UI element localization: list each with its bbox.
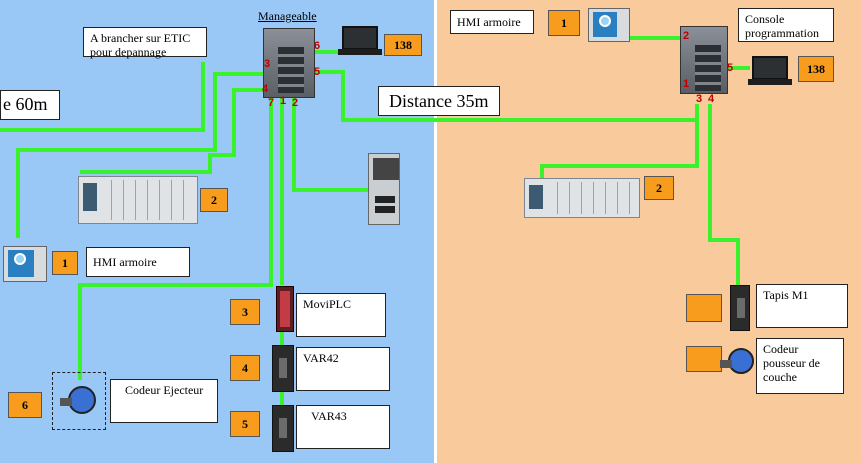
var42-label: VAR42 [303, 351, 339, 365]
var42-label-box: VAR42 [296, 347, 390, 391]
distance-partial-box: e 60m [0, 90, 60, 120]
encoder-dashed-frame [52, 372, 106, 430]
switch-port-6: 6 [314, 40, 321, 52]
codeur-badge [686, 346, 722, 372]
movi-label: MoviPLC [303, 297, 352, 311]
console-label: Console programmation [745, 12, 819, 40]
hmi-panel-icon [3, 246, 47, 282]
encoder-label: Codeur Ejecteur [125, 383, 204, 397]
var43-label-box: VAR43 [296, 405, 390, 449]
right-plc-rack [524, 178, 640, 218]
link-sw-port2 [292, 96, 370, 192]
right-managed-switch [680, 26, 728, 94]
link-right-sw-tapis [708, 104, 740, 285]
switch-port-1: 1 [280, 95, 287, 107]
switch-port-4: 4 [262, 83, 269, 95]
var43-label: VAR43 [311, 409, 347, 423]
right-laptop-icon [748, 56, 792, 86]
switch-port-2: 2 [292, 97, 299, 109]
codeur-icon [720, 348, 754, 374]
encoder-icon [60, 386, 96, 414]
right-laptop-badge: 138 [798, 56, 834, 82]
encoder-badge: 6 [8, 392, 42, 418]
tapis-drive [730, 285, 750, 331]
laptop-icon [338, 26, 382, 56]
right-hmi-label: HMI armoire [457, 15, 521, 29]
link-sw-port3 [16, 72, 263, 238]
hmi-label-box: HMI armoire [86, 247, 190, 277]
movi-plc-device [276, 286, 294, 332]
right-hmi-badge: 1 [548, 10, 580, 36]
var42-drive [272, 345, 294, 392]
tapis-label: Tapis M1 [763, 288, 809, 302]
codeur-label-box: Codeur pousseur de couche [756, 338, 844, 394]
movi-label-box: MoviPLC [296, 293, 386, 337]
console-label-box: Console programmation [738, 8, 834, 42]
link-sw-port7 [78, 96, 273, 380]
laptop-badge: 138 [384, 34, 422, 56]
link-etic-note [0, 62, 205, 132]
tapis-badge [686, 294, 722, 322]
hmi-badge: 1 [52, 251, 78, 275]
right-hmi-label-box: HMI armoire [450, 10, 534, 34]
right-hmi-panel-icon [588, 8, 630, 42]
gateway-device [368, 153, 400, 225]
plc-rack [78, 176, 198, 224]
link-sw-port4 [80, 88, 263, 174]
distance-partial-text: e 60m [3, 94, 48, 114]
switch-port-5: 5 [314, 66, 321, 78]
switch-port-3: 3 [264, 58, 271, 70]
distance-box: Distance 35m [378, 86, 500, 116]
zone-separator [434, 0, 437, 463]
codeur-label: Codeur pousseur de couche [763, 342, 820, 384]
plc-badge: 2 [200, 188, 228, 212]
right-switch-port-2: 2 [683, 30, 690, 42]
movi-badge: 3 [230, 299, 260, 325]
var43-drive [272, 405, 294, 452]
link-inter-zone [313, 70, 699, 122]
switch-label: Manageable [258, 9, 317, 23]
right-switch-port-4: 4 [708, 93, 715, 105]
hmi-label: HMI armoire [93, 255, 157, 269]
link-right-sw-plc [540, 104, 699, 180]
right-plc-badge: 2 [644, 176, 674, 200]
right-switch-port-3: 3 [696, 93, 703, 105]
tapis-label-box: Tapis M1 [756, 284, 848, 328]
etic-note-text: A brancher sur ETIC pour depannage [90, 31, 191, 59]
right-switch-port-1: 1 [683, 78, 690, 90]
var42-badge: 4 [230, 355, 260, 381]
managed-switch [263, 28, 315, 98]
switch-port-7: 7 [268, 97, 275, 109]
etic-note-box: A brancher sur ETIC pour depannage [83, 27, 207, 59]
distance-label: Distance 35m [389, 91, 489, 111]
right-switch-port-5: 5 [727, 62, 734, 74]
var43-badge: 5 [230, 411, 260, 437]
encoder-label-box: Codeur Ejecteur [110, 379, 218, 423]
